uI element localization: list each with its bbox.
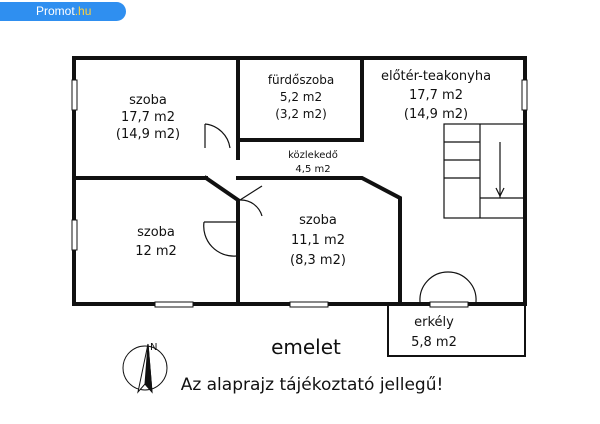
promot-watermark-badge[interactable]: Promot.hu (0, 2, 126, 21)
doors (203, 123, 477, 303)
room-2-sub: (3,2 m2) (275, 107, 327, 121)
watermark-brand: Promot (36, 4, 75, 18)
room-4-name: közlekedő (288, 149, 338, 161)
disclaimer: Az alaprajz tájékoztató jellegű! (181, 375, 444, 395)
room-3-area: 17,7 m2 (409, 88, 463, 103)
watermark-tld: .hu (74, 4, 92, 18)
room-2-name: fürdőszoba (268, 73, 334, 87)
room-6-sub: (8,3 m2) (290, 253, 346, 268)
room-7-area: 5,8 m2 (411, 335, 457, 350)
room-4-area: 4,5 m2 (295, 164, 330, 175)
room-5-name: szoba (137, 225, 175, 240)
floor-title: emelet (271, 335, 341, 359)
room-6-name: szoba (299, 213, 337, 228)
staircase (443, 123, 525, 219)
room-7-name: erkély (414, 315, 454, 330)
room-5-area: 12 m2 (135, 244, 177, 259)
room-6-area: 11,1 m2 (291, 233, 345, 248)
balcony (387, 304, 526, 357)
room-labels: szoba 17,7 m2 (14,9 m2) fürdőszoba 5,2 m… (116, 69, 491, 350)
compass-icon: N (122, 342, 168, 394)
compass-north-label: N (150, 342, 157, 353)
room-2-area: 5,2 m2 (280, 90, 322, 104)
room-1-area: 17,7 m2 (121, 110, 175, 125)
room-3-sub: (14,9 m2) (404, 107, 468, 122)
room-3-name: előtér-teakonyha (381, 69, 491, 84)
windows (71, 79, 528, 308)
room-1-sub: (14,9 m2) (116, 127, 180, 142)
room-1-name: szoba (129, 93, 167, 108)
